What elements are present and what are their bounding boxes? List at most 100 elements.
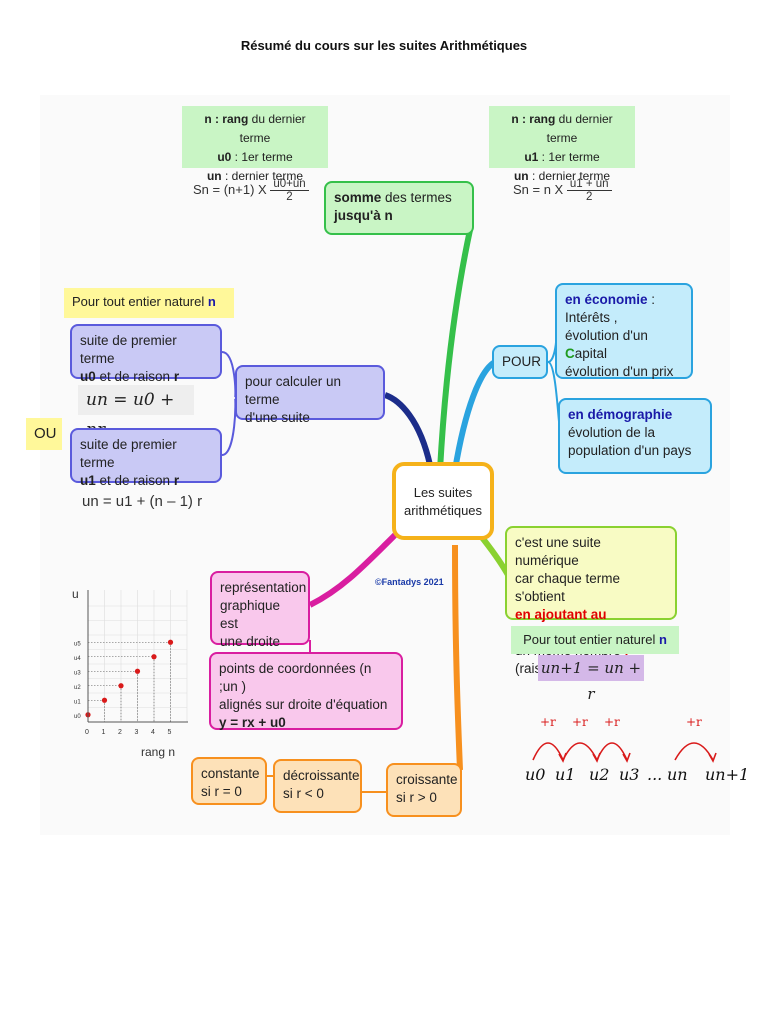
sequence-arrowhead [708,752,717,763]
mono-i-l2: si r > 0 [396,790,437,805]
left-note-text: Pour tout entier naturel [72,294,208,309]
branch-pour [452,359,497,471]
sum-left-frac: u0+un 2 [270,178,309,203]
branch-calcul [383,392,433,466]
plot-x-tick: 3 [135,729,139,736]
eco-bold: en économie [565,292,648,307]
left-formula-2: un = u1 + (n – 1) r [82,493,203,510]
graph-box2-l3: y = rx + u0 [219,715,286,730]
demographie-box: en démographie évolution de la populatio… [558,398,712,474]
sum-left-l3-rest: : dernier terme [221,169,304,183]
center-line1: Les suites [413,485,473,500]
pour-label: POUR [502,354,542,369]
sequence-term: u2 [589,765,609,784]
calc-box-l2: d'une suite [245,410,310,425]
left-box1-rest: et de raison [95,369,174,384]
sum-left-formula-left: Sn = (n+1) X [193,181,267,197]
croissante-box: croissante si r > 0 [386,763,462,817]
sequence-term: u0 [525,765,545,784]
sequence-arc [674,742,714,761]
plot-point [167,639,174,645]
somme-rest1: des termes [381,190,452,205]
plot-x-tick: 4 [151,729,155,736]
graph-box-1: représentation graphique est une droite [210,571,310,649]
sequence-term: un [667,765,688,784]
sum-left-formula: Sn = (n+1) X u0+un 2 [193,178,309,203]
plot-point [151,654,157,660]
definition-box: c'est une suite numérique car chaque ter… [505,526,677,676]
sum-right-note: n : rang du dernier terme u1 : 1er terme… [489,106,635,183]
somme-bold2: jusqu'à n [334,208,393,223]
sum-left-frac-num: u0+un [270,178,309,191]
plot-y-tick: u5 [74,641,81,647]
branch-monotony [452,544,463,771]
constante-box: constante si r = 0 [191,757,267,805]
sequence-arrow-label: +r [604,715,620,729]
sequence-arrow-label: +r [540,715,556,729]
left-box2-u1: u1 [80,473,96,488]
plot-x-tick: 5 [168,729,172,736]
sum-right-l1-bold: n : rang [511,112,556,126]
def-l2: car chaque terme s'obtient [515,571,621,604]
mono-d-l1: décroissante [283,768,360,783]
sequence-term: ... [647,765,662,784]
graph-box2-l2: alignés sur droite d'équation [219,697,388,712]
graph-box2-l1: points de coordonnées (n ;un ) [219,661,372,694]
graph-box1-l3: une droite [220,634,281,649]
sum-left-l2-bold: u0 [217,150,232,164]
plot-x-tick: 0 [85,729,89,736]
sum-right-l2-bold: u1 [524,150,539,164]
left-box1-l1: suite de premier terme [80,333,177,366]
sum-left-l1-bold: n : rang [204,112,249,126]
sum-right-l1-rest: du dernier terme [546,112,613,145]
left-box2-rest: et de raison [95,473,174,488]
sum-left-l3-bold: un [206,169,222,183]
somme-box: somme des termes jusqu'à n [324,181,474,235]
somme-bold1: somme [334,190,382,205]
demo-l3: population d'un pays [568,443,692,458]
plot-point [134,668,141,674]
ou-note: OU [26,418,62,450]
eco-l4: évolution d'un prix [565,364,674,379]
def-note-text: Pour tout entier naturel [523,632,659,647]
sum-left-frac-den: 2 [286,191,293,203]
plot-y-tick: u4 [74,656,81,662]
sequence-term: un+1 [705,765,749,784]
center-node: Les suites arithmétiques [392,462,494,540]
left-box1-u0: u0 [80,369,96,384]
left-box1-r: r [173,369,180,384]
definition-note: Pour tout entier naturel n [511,626,679,654]
sum-right-l2-rest: : 1er terme [538,150,600,164]
sequence-arc [596,742,628,761]
plot-y-tick: u0 [74,714,81,720]
left-box-1: suite de premier terme u0 et de raison r [70,324,222,384]
calc-box: pour calculer un terme d'une suite [235,365,385,425]
sequence-arc [532,742,564,761]
eco-colon: : [647,292,656,307]
demo-bold: en démographie [568,407,673,422]
decroissante-box: décroissante si r < 0 [273,759,362,813]
sequence-arrowhead [622,752,631,763]
page-title: Résumé du cours sur les suites Arithméti… [240,38,528,53]
branch-graph [308,532,398,608]
plot-y-tick: u3 [74,670,81,676]
calc-box-l1: pour calculer un terme [245,374,342,407]
demo-l2: évolution de la [568,425,656,440]
graph-box1-l2: graphique est [220,598,281,631]
sum-right-frac: u1 + un 2 [566,178,612,203]
plot-point [101,697,108,703]
sequence-arrow-label: +r [572,715,588,729]
connector-left-2 [221,397,237,456]
left-box-2: suite de premier terme u1 et de raison r [70,428,222,488]
plot-point [118,683,124,689]
mono-d-l2: si r < 0 [283,786,324,801]
left-box2-l1: suite de premier terme [80,437,177,470]
mono-i-l1: croissante [396,772,458,787]
plot-y-tick: u1 [74,699,81,705]
sum-right-formula-left: Sn = n X [513,181,564,197]
